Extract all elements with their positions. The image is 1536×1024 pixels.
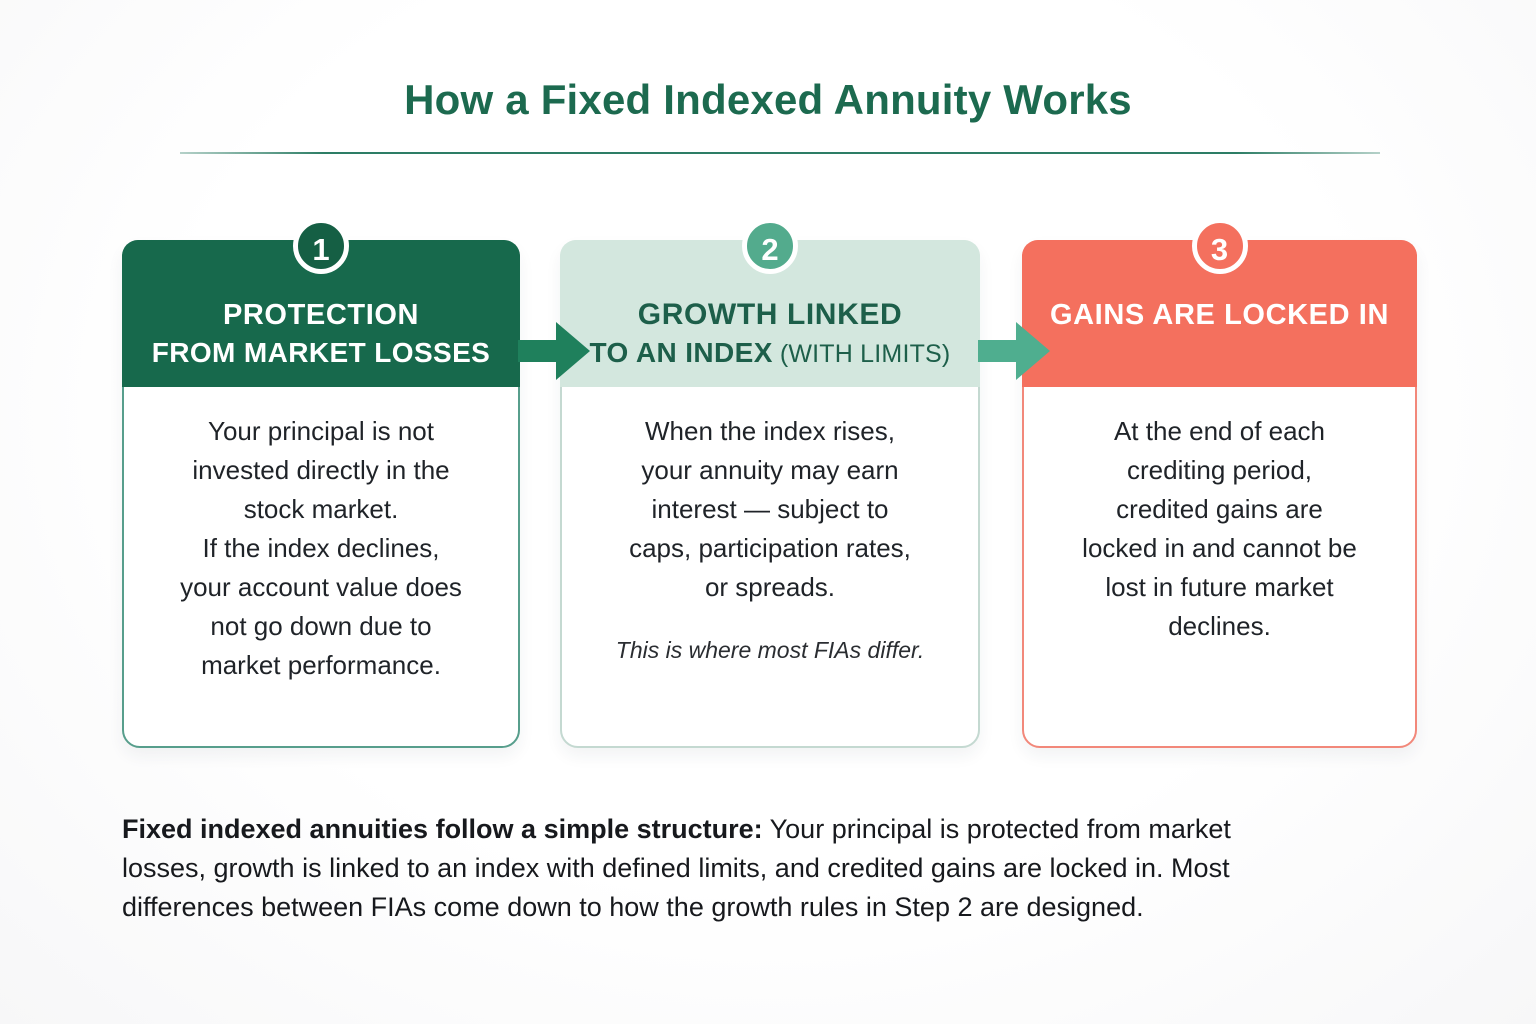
step-3-description: At the end of each crediting period, cre… <box>1082 416 1357 641</box>
summary-paragraph: Fixed indexed annuities follow a simple … <box>122 810 1442 927</box>
summary-line3: differences between FIAs come down to ho… <box>122 892 1144 922</box>
step-2-heading-line1: GROWTH LINKED <box>637 298 903 331</box>
step-3-heading-line1: GAINS ARE LOCKED IN <box>1049 299 1389 331</box>
step-1-header: 1 PROTECTION FROM MARKET LOSSES <box>122 218 520 387</box>
step-card-1: 1 PROTECTION FROM MARKET LOSSES Your pri… <box>122 218 520 748</box>
step-1-body: Your principal is not invested directly … <box>124 387 518 685</box>
step-1-number: 1 <box>312 232 330 267</box>
arrow-right-icon <box>518 322 590 380</box>
step-2-heading-line2: TO AN INDEX(WITH LIMITS) <box>560 334 980 373</box>
step-card-2: 2 GROWTH LINKED TO AN INDEX(WITH LIMITS)… <box>560 218 980 748</box>
step-1-heading-line1: PROTECTION <box>222 299 420 331</box>
step-3-header: 3 GAINS ARE LOCKED IN <box>1022 218 1417 387</box>
page-title: How a Fixed Indexed Annuity Works <box>404 76 1132 123</box>
step-2-number-badge: 2 <box>742 218 798 274</box>
summary-lead-bold: Fixed indexed annuities follow a simple … <box>122 814 763 844</box>
step-3-number: 3 <box>1210 232 1229 267</box>
step-1-number-badge: 1 <box>293 218 349 274</box>
summary-line1-rest: Your principal is protected from market <box>769 814 1231 844</box>
step-2-note: This is where most FIAs differ. <box>615 637 925 663</box>
step-3-number-badge: 3 <box>1191 218 1248 274</box>
step-2-header: 2 GROWTH LINKED TO AN INDEX(WITH LIMITS) <box>560 218 980 387</box>
step-2-heading-line2-light: (WITH LIMITS) <box>779 340 951 368</box>
summary-line2: losses, growth is linked to an index wit… <box>122 853 1230 883</box>
steps-row: 1 PROTECTION FROM MARKET LOSSES Your pri… <box>122 218 1417 748</box>
step-2-body: When the index rises, your annuity may e… <box>562 387 978 664</box>
step-3-body: At the end of each crediting period, cre… <box>1024 387 1415 646</box>
step-1-description: Your principal is not invested directly … <box>180 416 462 680</box>
step-2-description: When the index rises, your annuity may e… <box>629 416 911 602</box>
step-card-3: 3 GAINS ARE LOCKED IN At the end of each… <box>1022 218 1417 748</box>
step-2-heading-line2-bold: TO AN INDEX <box>589 337 773 368</box>
title-underline <box>180 152 1380 154</box>
arrow-right-icon <box>978 322 1050 380</box>
step-1-heading-line2: FROM MARKET LOSSES <box>151 337 491 368</box>
step-2-number: 2 <box>761 232 779 267</box>
